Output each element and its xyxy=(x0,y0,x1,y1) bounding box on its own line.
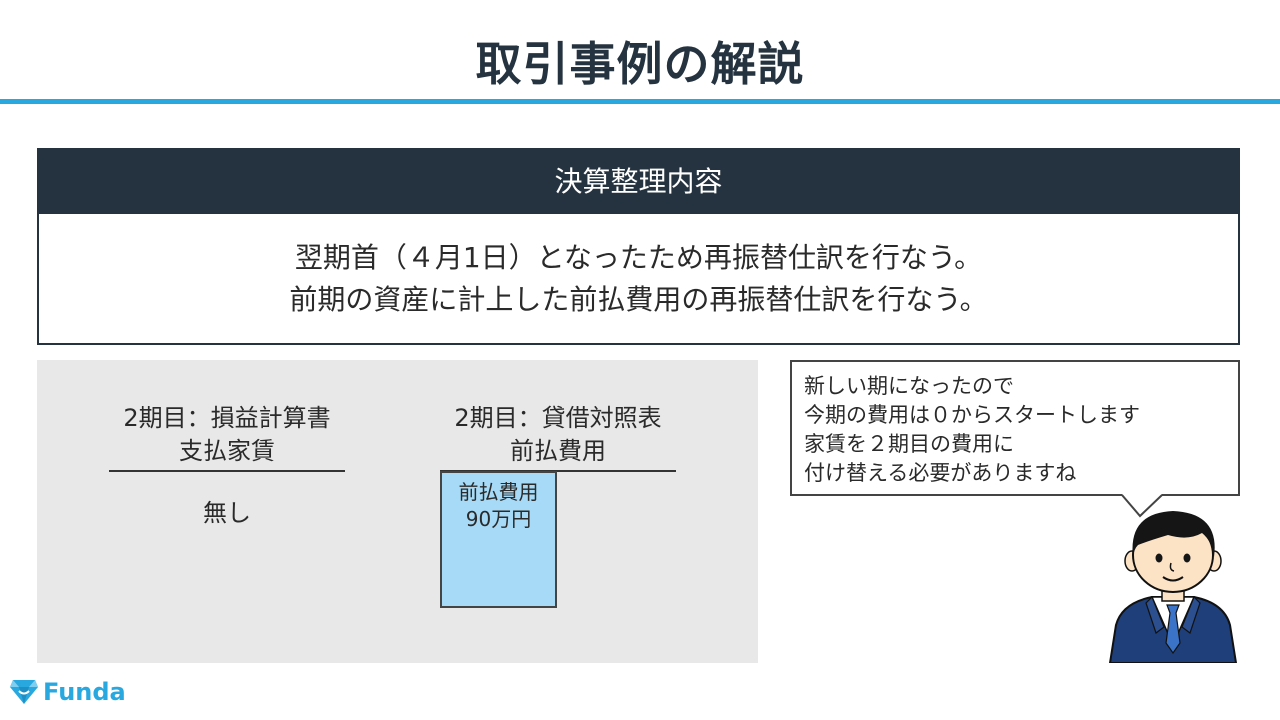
summary-line-2: 前期の資産に計上した前払費用の再振替仕訳を行なう。 xyxy=(289,283,988,316)
speech-line: 今期の費用は０からスタートします xyxy=(804,403,1140,427)
summary-header: 決算整理内容 xyxy=(39,150,1238,214)
rent-expense-value: 無し xyxy=(203,499,251,527)
summary-box: 決算整理内容 翌期首（４月1日）となったため再振替仕訳を行なう。 前期の資産に計… xyxy=(37,148,1240,345)
income-statement-heading: 2期目：損益計算書 支払家賃 xyxy=(109,402,345,468)
title-divider xyxy=(0,99,1280,104)
balance-sheet-heading: 2期目：貸借対照表 前払費用 xyxy=(440,402,676,468)
speech-line: 新しい期になったので xyxy=(804,374,1014,398)
speech-bubble: 新しい期になったので 今期の費用は０からスタートします 家賃を２期目の費用に 付… xyxy=(790,360,1240,496)
prepaid-expense-box: 前払費用 90万円 xyxy=(440,471,557,608)
prepaid-expense-amount: 90万円 xyxy=(465,507,532,531)
prepaid-expense-label: 前払費用 xyxy=(458,480,539,504)
speech-line: 付け替える必要がありますね xyxy=(804,461,1077,485)
rent-expense-account: 支払家賃 xyxy=(179,437,275,465)
summary-line-1: 翌期首（４月1日）となったため再振替仕訳を行なう。 xyxy=(294,241,983,274)
prepaid-expense-account: 前払費用 xyxy=(510,437,606,465)
diamond-icon xyxy=(10,680,38,704)
income-statement-title: 2期目：損益計算書 xyxy=(123,404,331,432)
balance-sheet-t-line xyxy=(440,470,676,472)
t-account-panel: 2期目：損益計算書 支払家賃 無し 2期目：貸借対照表 前払費用 前払費用 90… xyxy=(37,360,758,663)
speech-bubble-tail xyxy=(1121,494,1163,518)
page-title: 取引事例の解説 xyxy=(475,37,805,91)
income-statement-t-line xyxy=(109,470,345,472)
summary-body: 翌期首（４月1日）となったため再振替仕訳を行なう。 前期の資産に計上した前払費用… xyxy=(39,214,1238,321)
speech-line: 家賃を２期目の費用に xyxy=(804,432,1014,456)
funda-logo: Funda xyxy=(9,678,126,706)
businessman-avatar-icon xyxy=(1108,511,1238,663)
logo-text: Funda xyxy=(43,678,126,706)
balance-sheet-title: 2期目：貸借対照表 xyxy=(454,404,662,432)
